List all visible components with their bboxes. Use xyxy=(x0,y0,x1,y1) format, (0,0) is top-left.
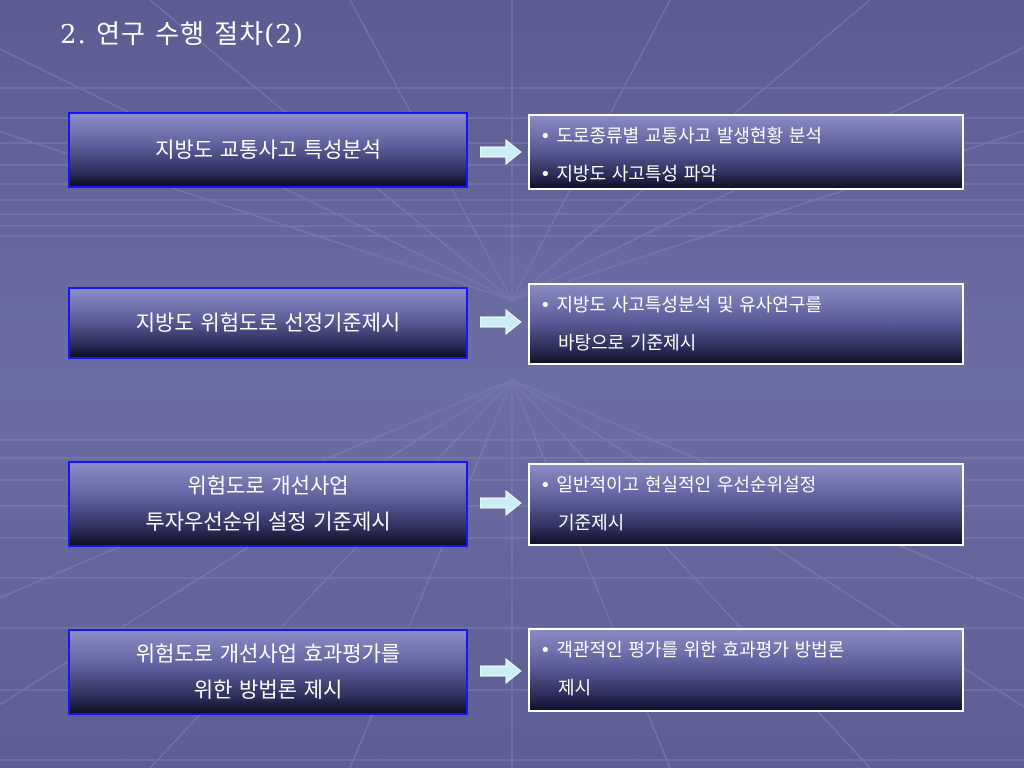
detail-box-3: • 일반적이고 현실적인 우선순위설정 기준제시 xyxy=(528,463,964,546)
detail-bullet: • 일반적이고 현실적인 우선순위설정 xyxy=(540,475,817,496)
detail-bullet: • 지방도 사고특성 파악 xyxy=(540,164,717,185)
step-box-text: 위험도로 개선사업 효과평가를 xyxy=(135,642,401,666)
detail-bullet: • 지방도 사고특성분석 및 유사연구를 xyxy=(540,295,822,316)
detail-bullet-continuation: 바탕으로 기준제시 xyxy=(558,333,697,354)
detail-box-4: • 객관적인 평가를 위한 효과평가 방법론 제시 xyxy=(528,628,964,712)
detail-bullet: • 객관적인 평가를 위한 효과평가 방법론 xyxy=(540,640,845,661)
right-arrow-icon xyxy=(480,139,522,165)
detail-box-1: • 도로종류별 교통사고 발생현황 분석 • 지방도 사고특성 파악 xyxy=(528,114,964,190)
step-box-1: 지방도 교통사고 특성분석 xyxy=(68,112,468,188)
detail-bullet-continuation: 기준제시 xyxy=(558,513,625,534)
right-arrow-icon xyxy=(480,490,522,516)
detail-bullet: • 도로종류별 교통사고 발생현황 분석 xyxy=(540,126,822,147)
step-box-3: 위험도로 개선사업 투자우선순위 설정 기준제시 xyxy=(68,461,468,547)
step-box-text: 위한 방법론 제시 xyxy=(193,678,343,702)
detail-box-2: • 지방도 사고특성분석 및 유사연구를 바탕으로 기준제시 xyxy=(528,283,964,365)
right-arrow-icon xyxy=(480,309,522,335)
step-box-4: 위험도로 개선사업 효과평가를 위한 방법론 제시 xyxy=(68,629,468,715)
detail-bullet-continuation: 제시 xyxy=(558,678,592,699)
step-box-text: 지방도 위험도로 선정기준제시 xyxy=(135,311,401,335)
step-box-text: 투자우선순위 설정 기준제시 xyxy=(145,510,391,534)
step-box-text: 위험도로 개선사업 xyxy=(187,474,349,498)
step-box-text: 지방도 교통사고 특성분석 xyxy=(155,138,381,162)
slide-title: 2. 연구 수행 절차(2) xyxy=(60,20,304,50)
right-arrow-icon xyxy=(480,658,522,684)
step-box-2: 지방도 위험도로 선정기준제시 xyxy=(68,287,468,359)
